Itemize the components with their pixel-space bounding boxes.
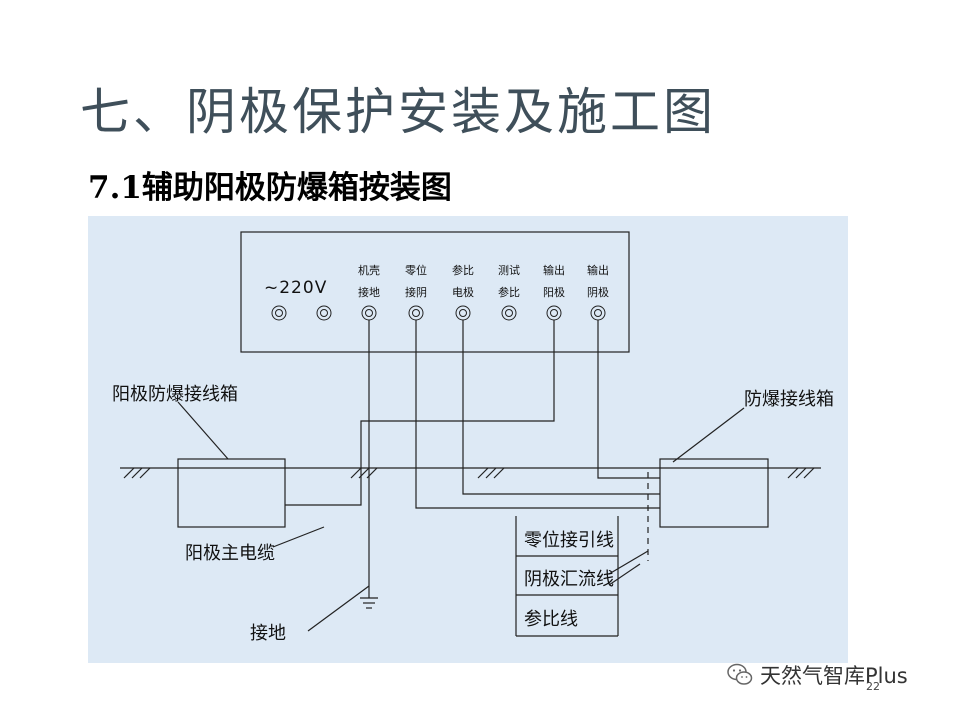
leader-explosion-box	[672, 407, 745, 463]
wire-reference	[462, 313, 660, 495]
ground-hatch-1	[123, 467, 151, 479]
anode-box	[177, 458, 286, 528]
terminal-label-bottom: 接地	[358, 286, 380, 299]
terminal-label-bottom: 参比	[498, 285, 520, 299]
terminal-power-1	[271, 305, 287, 321]
ground-hatch-2	[350, 467, 378, 479]
terminal-label-bottom: 阳极	[543, 285, 565, 299]
terminal-label-top: 机壳	[358, 263, 380, 277]
ground-hatch-4	[787, 467, 815, 479]
leader-legend-2	[608, 563, 641, 586]
terminal-label-bottom: 阴极	[587, 285, 609, 299]
terminal-connectors	[271, 305, 606, 321]
wechat-icon	[727, 663, 753, 685]
terminal-anode-output	[546, 305, 562, 321]
terminal-label-bottom: 接阴	[405, 286, 427, 299]
rectifier-panel	[240, 231, 630, 353]
ground-symbol	[360, 597, 378, 609]
terminal-label-top: 参比	[452, 263, 474, 277]
installation-diagram: ~220V 机壳 接地 零位 接阴 参比 电极 测试 参比 输出 阳极 输出 阴…	[88, 216, 848, 663]
leader-anode-cable	[272, 526, 325, 548]
wire-zero	[415, 313, 660, 509]
anode-cable-label: 阳极主电缆	[185, 543, 275, 564]
watermark-text: 天然气智库Plus	[760, 664, 908, 688]
ground-hatch-3	[477, 467, 505, 479]
terminal-label-top: 测试	[498, 264, 520, 277]
leader-legend-1	[608, 550, 649, 575]
wire-anode-output	[285, 313, 555, 506]
zero-wire-label: 零位接引线	[524, 530, 614, 551]
terminal-case-ground	[361, 305, 377, 321]
explosion-box-label: 防爆接线箱	[744, 389, 834, 410]
terminal-test	[501, 305, 517, 321]
page-title: 七、阴极保护安装及施工图	[80, 83, 716, 141]
leader-anode-box	[177, 401, 229, 460]
reference-wire-label: 参比线	[524, 609, 578, 630]
leader-ground	[307, 585, 370, 632]
terminal-label-top: 输出	[543, 263, 565, 277]
wiring-diagram-svg: ~220V 机壳 接地 零位 接阴 参比 电极 测试 参比 输出 阳极 输出 阴…	[112, 231, 834, 644]
terminal-labels: 机壳 接地 零位 接阴 参比 电极 测试 参比 输出 阳极 输出 阴极	[358, 263, 609, 299]
section-title: 7.1辅助阳极防爆箱按装图	[88, 170, 452, 206]
terminal-label-bottom: 电极	[452, 285, 474, 299]
cathode-bus-label: 阴极汇流线	[524, 569, 614, 590]
terminal-zero	[408, 305, 424, 321]
ground-label: 接地	[250, 623, 286, 644]
wire-cathode-output	[597, 313, 660, 479]
terminal-label-top: 输出	[587, 263, 609, 277]
watermark: 天然气智库Plus	[726, 660, 908, 690]
power-label: ~220V	[264, 278, 327, 298]
terminal-power-2	[316, 305, 332, 321]
wire-legend-table	[515, 516, 619, 637]
terminal-cathode-output	[590, 305, 606, 321]
terminal-reference	[455, 305, 471, 321]
anode-box-label: 阳极防爆接线箱	[112, 384, 238, 405]
explosion-box	[659, 458, 769, 528]
page-number: 22	[866, 680, 880, 693]
terminal-label-top: 零位	[405, 263, 427, 277]
